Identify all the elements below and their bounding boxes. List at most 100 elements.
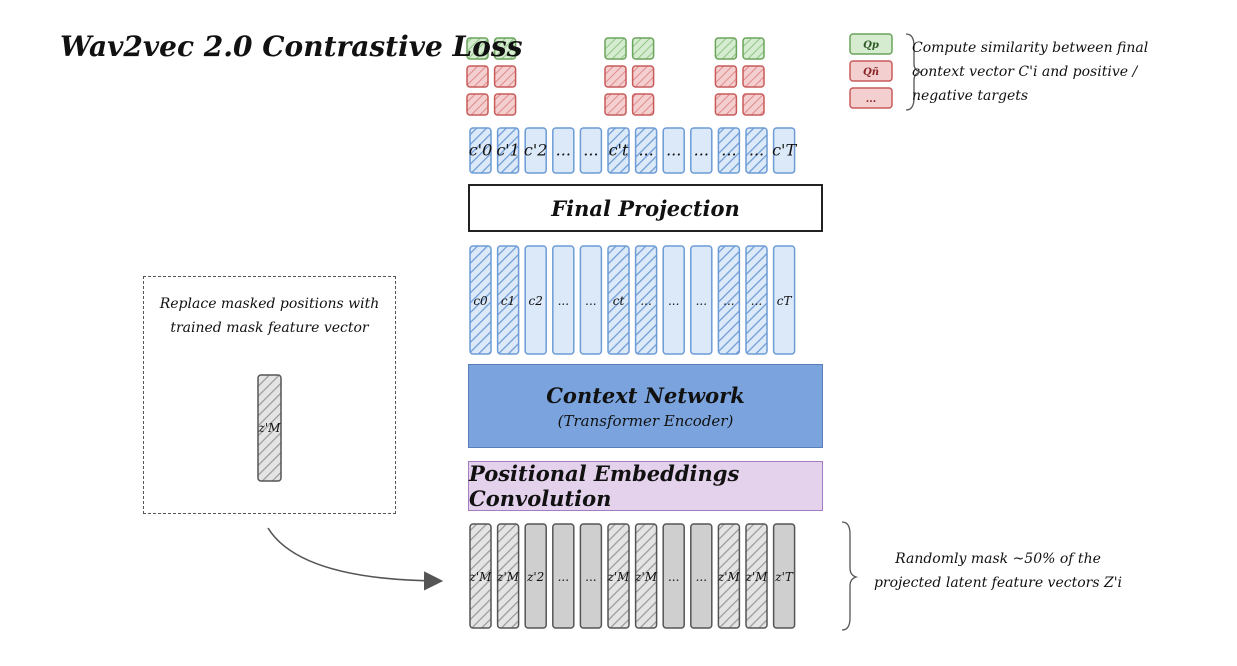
projected_context-cell-label: ... — [638, 141, 653, 160]
negative-target-square — [631, 65, 655, 88]
final-projection-label: Final Projection — [551, 195, 740, 221]
context-cell — [634, 245, 658, 355]
mask-feature-vector-label: z'M — [258, 421, 282, 435]
mask-feature-vector — [257, 374, 282, 482]
positive-target-square — [493, 37, 517, 60]
positive-target-square — [742, 37, 765, 60]
context-cell-label: ... — [668, 294, 679, 308]
negative-target-square — [714, 65, 738, 88]
annotations: z'M — [257, 33, 923, 631]
legend-label: ... — [866, 94, 876, 105]
projected_context-cell — [607, 127, 630, 174]
context-network-block: Context Network (Transformer Encoder) — [468, 364, 823, 448]
mask-arrow — [267, 527, 444, 591]
latent-cell-label: z'M — [469, 570, 493, 584]
legend-positive-swatch — [849, 33, 893, 55]
context-cell-label: cT — [777, 294, 793, 308]
negative-target-square — [742, 93, 765, 116]
projected_context-cell — [524, 127, 547, 174]
context-cell-label: c1 — [501, 294, 515, 308]
latent-cell-label: z'T — [774, 570, 794, 584]
final-projection-block: Final Projection — [468, 184, 823, 232]
latent-cell — [496, 523, 520, 629]
context-cell-label: ... — [640, 294, 651, 308]
latent-cell-label: z'M — [745, 570, 769, 584]
latent-cell-label: ... — [585, 570, 596, 584]
negative-target-square — [493, 65, 517, 88]
latent-cell — [717, 523, 741, 629]
context-cell — [607, 245, 630, 355]
projected_context-cell-label: ... — [721, 141, 736, 160]
context-cell — [552, 245, 575, 355]
projected_context-cell-label: c'2 — [524, 141, 548, 160]
context-cell-label: ... — [751, 294, 762, 308]
positive-target-square — [631, 37, 655, 60]
latent-cell — [745, 523, 768, 629]
context-network-label: Context Network — [546, 382, 745, 408]
positional-embeddings-block: Positional Embeddings Convolution — [468, 461, 823, 511]
positive-target-square — [714, 37, 738, 60]
projected_context-cell-label: ... — [694, 141, 709, 160]
context-cell-label: ct — [613, 294, 625, 308]
random-mask-note: Randomly mask ~50% of the projected late… — [873, 551, 1123, 591]
context-cell-label: ... — [558, 294, 569, 308]
projected_context-cell — [717, 127, 741, 174]
latent-cell-label: ... — [696, 570, 707, 584]
context-cell — [662, 245, 685, 355]
projected_context-cell — [469, 127, 492, 174]
legend-negative-swatch — [849, 87, 893, 109]
legend-negative-swatch — [849, 60, 893, 82]
mask-replace-note: Replace masked positions with trained ma… — [159, 296, 380, 336]
latent-cell — [607, 523, 630, 629]
latent-cell-label: ... — [558, 570, 569, 584]
projected_context-cell-label: ... — [556, 141, 571, 160]
legend-label: Qp — [863, 40, 879, 51]
context-cell — [579, 245, 603, 355]
latent-cell-label: ... — [668, 570, 679, 584]
context-cell-label: ... — [723, 294, 734, 308]
latent-cell-label: z'M — [496, 570, 520, 584]
mask-replacement-box — [143, 276, 396, 514]
negative-target-square — [604, 65, 627, 88]
projected_context-cell-label: c'1 — [496, 141, 520, 160]
negative-target-square — [742, 65, 765, 88]
context-cell — [496, 245, 520, 355]
latent-cell-label: z'2 — [526, 570, 544, 584]
latent-cell — [662, 523, 685, 629]
latent-cell — [552, 523, 575, 629]
context-cell-label: c0 — [473, 294, 488, 308]
legend: QpQñ... — [849, 33, 893, 109]
latent-cell — [772, 523, 796, 629]
projected_context-cell — [745, 127, 768, 174]
latent-cell — [690, 523, 713, 629]
target-squares — [466, 37, 765, 116]
latent-cell-label: z'M — [634, 570, 658, 584]
context-cell — [524, 245, 547, 355]
legend-brace — [905, 33, 923, 111]
projected_context-cell — [662, 127, 685, 174]
latent-cell — [524, 523, 547, 629]
projected_context-cell-label: ... — [749, 141, 764, 160]
diagram-title: Wav2vec 2.0 Contrastive Loss — [60, 30, 523, 63]
projected_context-cell — [772, 127, 796, 174]
negative-target-square — [604, 93, 627, 116]
negative-target-square — [631, 93, 655, 116]
projected_context-cell — [690, 127, 713, 174]
context-cell — [745, 245, 768, 355]
context-cell-label: ... — [696, 294, 707, 308]
positional-embeddings-label: Positional Embeddings Convolution — [469, 461, 740, 511]
projected_context-cell-label: ... — [583, 141, 598, 160]
negative-target-square — [493, 93, 517, 116]
negative-target-square — [466, 93, 489, 116]
context-cell-label: ... — [585, 294, 596, 308]
projected_context-cell-label: c'T — [772, 141, 797, 160]
projected_context-cell — [496, 127, 520, 174]
context-cell — [469, 245, 492, 355]
projected_context-cell-label: c'0 — [469, 141, 493, 160]
projected_context-cell — [634, 127, 658, 174]
legend-label: Qñ — [863, 67, 879, 78]
latent-cell-label: z'M — [717, 570, 741, 584]
projected_context-cell-label: c't — [609, 141, 629, 160]
latent-cell — [634, 523, 658, 629]
